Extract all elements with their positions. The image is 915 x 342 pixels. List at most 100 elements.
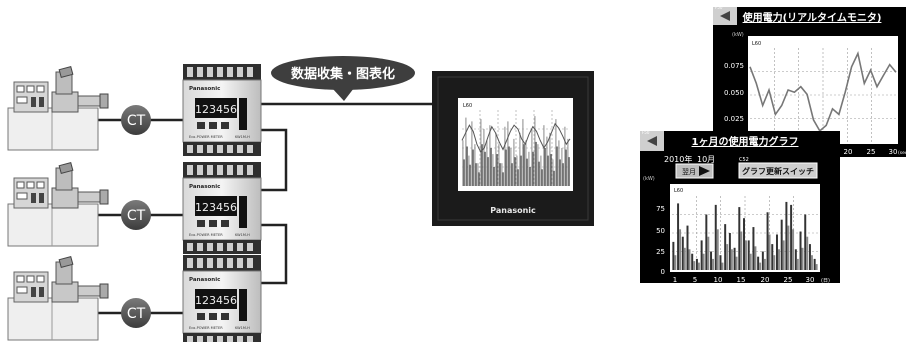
mo-bar <box>730 249 733 270</box>
ct-label: CT <box>127 306 146 322</box>
mo-bar <box>686 225 689 270</box>
pc-bar <box>499 163 501 186</box>
pc-bar <box>556 146 558 186</box>
pc-bar <box>480 119 482 186</box>
mo-x-tick: 25 <box>784 276 793 284</box>
pc-bar <box>525 140 527 186</box>
pc-bar <box>568 157 570 186</box>
mo-bar <box>679 229 682 270</box>
mo-bar <box>719 255 722 270</box>
next-month-button[interactable]: 翌月 <box>675 163 714 179</box>
pc-bar <box>519 132 521 186</box>
mo-title: 1ヶ月の使用電力グラフ <box>692 135 799 148</box>
mo-bar <box>724 224 727 270</box>
pc-bar <box>544 148 546 186</box>
back-arrow-icon <box>720 11 730 21</box>
meter-model-label: Eco-POWER METER <box>189 233 223 237</box>
pc-bar <box>547 155 549 186</box>
mo-switch-tag: C52 <box>739 157 749 163</box>
mo-bar <box>761 251 764 270</box>
mo-tag: L60 <box>674 188 683 194</box>
pc-bar <box>558 140 560 186</box>
pc-bar <box>472 149 474 186</box>
meter-model-no: KW1M-H <box>235 135 250 139</box>
mo-bar <box>700 240 703 270</box>
rt-x-tick: 30 <box>889 148 898 156</box>
mo-bar <box>792 229 795 270</box>
pc-bar <box>498 144 500 186</box>
next-month-label: 翌月 <box>682 168 696 176</box>
mo-bar <box>787 225 790 270</box>
meter-brand: Panasonic <box>189 86 220 92</box>
pc-bar <box>567 138 569 186</box>
mo-x-tick: 5 <box>693 276 697 284</box>
pc-bar <box>483 129 485 186</box>
pc-bar <box>507 121 509 186</box>
mo-bar <box>735 256 738 270</box>
mo-y-tick: 75 <box>656 205 665 213</box>
mo-bar <box>796 258 799 270</box>
pc-bar <box>495 132 497 186</box>
pc-bar <box>559 159 561 186</box>
mo-bar <box>691 253 694 270</box>
mo-bar <box>771 244 774 270</box>
mo-x-tick: 20 <box>761 276 770 284</box>
mo-bar <box>810 255 813 270</box>
pc-bar <box>496 154 498 186</box>
mo-bar <box>806 236 809 270</box>
meter-model-label: Eco-POWER METER <box>189 135 223 139</box>
mo-bar <box>683 247 686 270</box>
mo-bar <box>773 255 776 270</box>
graph-update-label: グラフ更新スイッチ <box>742 166 814 176</box>
pc-bar <box>490 148 492 186</box>
pc-bar <box>528 151 530 186</box>
rt-unit: (kW) <box>732 32 744 38</box>
mo-bar <box>714 204 717 270</box>
pc-bar <box>532 151 534 186</box>
mo-bar <box>677 203 680 270</box>
meter-model-no: KW1M-H <box>235 326 250 330</box>
pc-bar <box>477 163 479 186</box>
mo-y-tick: 50 <box>656 227 665 235</box>
pc-series-line <box>461 122 571 153</box>
mo-bar <box>775 234 778 270</box>
mo-bar <box>782 240 785 270</box>
mo-x-tick: 30 <box>806 276 815 284</box>
mo-y-tick: 25 <box>656 248 665 256</box>
meter-brand: Panasonic <box>189 277 220 283</box>
pc-bar <box>520 155 522 186</box>
mo-bar <box>759 262 762 270</box>
pc-bar <box>534 116 536 186</box>
mo-bar <box>777 249 780 270</box>
pc-bar <box>469 164 471 186</box>
meter-display: 123456 <box>195 103 237 116</box>
pc-chart <box>461 110 571 186</box>
mo-bar <box>801 247 804 270</box>
mo-bar <box>712 258 715 270</box>
mo-bar <box>697 262 700 270</box>
pc-bar <box>537 144 539 186</box>
pc-bar <box>546 136 548 186</box>
graph-update-switch[interactable]: グラフ更新スイッチ <box>738 162 818 179</box>
mo-bar <box>728 233 731 270</box>
mo-bar <box>695 258 698 270</box>
pc-bar <box>541 169 543 186</box>
mo-bar <box>763 258 766 270</box>
pc-bar <box>562 163 564 186</box>
rt-title: 使用電力(リアルタイムモニタ) <box>742 11 882 24</box>
mo-unit: (kW) <box>643 176 655 182</box>
pc-bar <box>468 155 470 186</box>
mo-bar <box>716 229 719 270</box>
mo-bar <box>808 244 811 270</box>
pc-bar <box>529 167 531 186</box>
pc-bar <box>484 151 486 186</box>
pc-bar <box>552 159 554 186</box>
rt-y-tick: 0.050 <box>724 89 744 97</box>
pc-bar <box>511 163 513 186</box>
pc-bar <box>504 126 506 186</box>
meter-brand: Panasonic <box>189 184 220 190</box>
ct-sensor-2: CT <box>121 200 151 230</box>
callout-label: 数据收集・图表化 <box>291 66 395 82</box>
pc-bar <box>564 126 566 186</box>
